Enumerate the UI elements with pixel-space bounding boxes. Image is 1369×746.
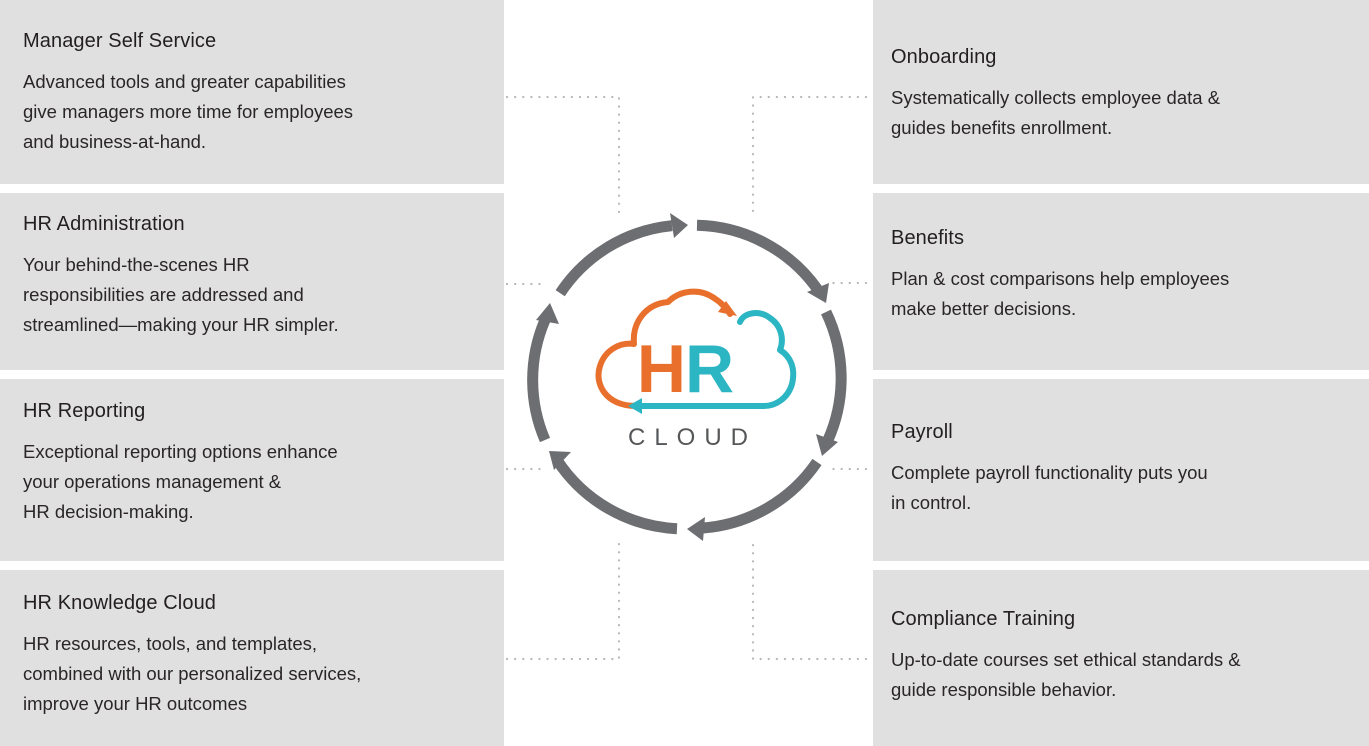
card-title: Benefits xyxy=(891,227,965,249)
ring-arrowhead-left xyxy=(536,303,559,324)
card-title: HR Administration xyxy=(23,213,185,235)
card-manager-self-service: Manager Self Service Advanced tools and … xyxy=(0,0,504,184)
card-description: Exceptional reporting options enhance yo… xyxy=(23,441,338,522)
card-description: Your behind-the-scenes HR responsibiliti… xyxy=(23,254,339,335)
cloud-arrowhead-teal xyxy=(628,398,642,414)
connector-onboarding xyxy=(751,95,868,216)
card-compliance-training: Compliance Training Up-to-date courses s… xyxy=(873,570,1369,746)
ring-arc-right xyxy=(821,309,847,443)
logo-letter-h: H xyxy=(636,331,686,407)
logo-letter-r: R xyxy=(685,331,734,407)
card-description: Up-to-date courses set ethical standards… xyxy=(891,649,1241,700)
dotted-connectors xyxy=(505,95,868,661)
card-description: Advanced tools and greater capabilities … xyxy=(23,71,354,152)
ring-arc-top xyxy=(555,220,673,297)
card-description: Systematically collects employee data & … xyxy=(891,87,1221,138)
connector-compliance-training xyxy=(751,538,868,661)
cycle-ring xyxy=(527,213,847,541)
card-payroll: Payroll Complete payroll functionality p… xyxy=(873,379,1369,561)
card-description: HR resources, tools, and templates, comb… xyxy=(23,633,362,714)
ring-arrowhead-bottom-left xyxy=(549,451,571,470)
connector-hr-knowledge-cloud xyxy=(505,538,621,661)
card-title: HR Knowledge Cloud xyxy=(23,592,217,614)
ring-arc-left xyxy=(527,317,551,443)
card-benefits: Benefits Plan & cost comparisons help em… xyxy=(873,193,1369,370)
ring-arc-bottom-right xyxy=(702,458,822,534)
ring-arrowhead-top-right xyxy=(807,283,829,303)
logo-hr-text: HR xyxy=(618,332,752,406)
card-title: Payroll xyxy=(891,421,953,443)
cloud-outline-orange xyxy=(595,288,717,409)
card-onboarding: Onboarding Systematically collects emplo… xyxy=(873,0,1369,184)
cloud-outline-teal xyxy=(639,310,797,409)
ring-arrowhead-top xyxy=(670,213,688,238)
ring-arrowhead-bottom-right xyxy=(687,517,705,541)
ring-arrowhead-right xyxy=(816,434,838,456)
logo-cloud-word: CLOUD xyxy=(627,424,757,451)
card-hr-knowledge-cloud: HR Knowledge Cloud HR resources, tools, … xyxy=(0,570,504,746)
card-title: Manager Self Service xyxy=(23,30,217,52)
ring-arc-bottom-left xyxy=(552,456,678,535)
cloud-logo-shape xyxy=(595,288,797,414)
card-title: HR Reporting xyxy=(23,400,146,422)
ring-arc-top-right xyxy=(696,219,823,294)
card-description: Plan & cost comparisons help employees m… xyxy=(891,268,1230,319)
card-title: Onboarding xyxy=(891,46,997,68)
card-hr-reporting: HR Reporting Exceptional reporting optio… xyxy=(0,379,504,561)
card-title: Compliance Training xyxy=(891,608,1076,630)
card-description: Complete payroll functionality puts you … xyxy=(891,462,1208,513)
connector-manager-self-service xyxy=(505,95,621,216)
card-hr-administration: HR Administration Your behind-the-scenes… xyxy=(0,193,504,370)
